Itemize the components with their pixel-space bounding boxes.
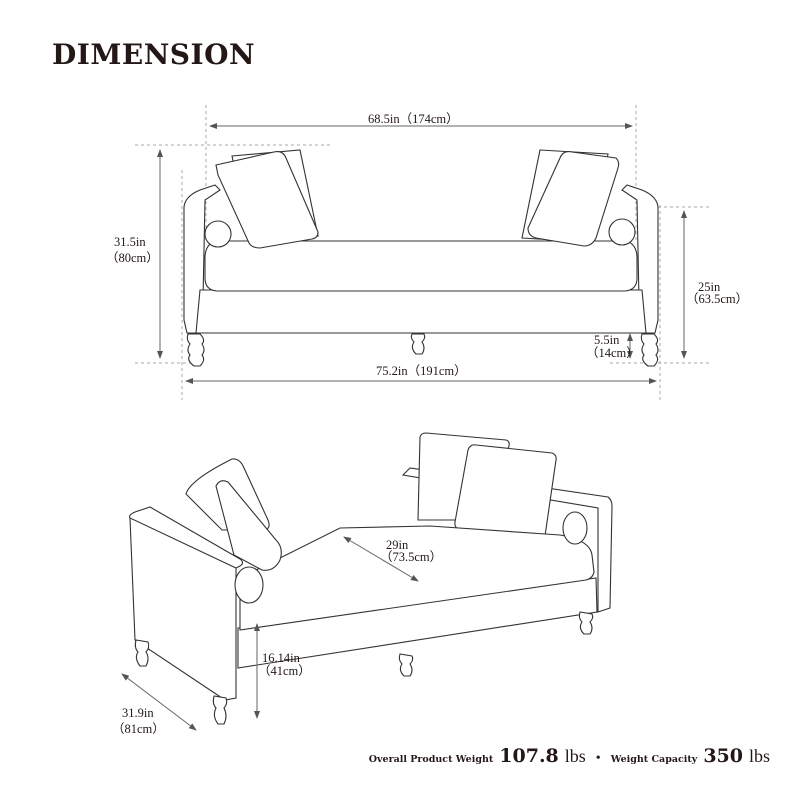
seat-depth-label-cm: （73.5cm） [380,550,443,564]
weight-value: 107.8 [499,745,559,767]
arm-height-label-in: 25in [698,280,721,294]
capacity-unit: lbs [748,746,770,766]
capacity-value: 350 [703,745,743,767]
overall-depth-label-cm: （81cm） [112,722,165,736]
overall-depth-label-in: 31.9in [122,706,154,720]
total-height-label-cm: （80cm） [106,251,159,265]
front-view-sofa [183,149,659,367]
arm-height-label-cm: （63.5cm） [686,292,749,306]
total-height-label-in: 31.5in [114,235,146,249]
page-title: DIMENSION [52,38,256,71]
weight-unit: lbs [564,746,586,766]
weight-label: Overall Product Weight [368,754,494,765]
overall-width-label: 68.5in（174cm） [368,112,459,126]
seat-height-label-in: 16.14in [262,651,300,665]
leg-height-label-cm: （14cm） [586,346,639,360]
capacity-label: Weight Capacity [610,754,698,765]
perspective-view-dimension-arrows [121,536,419,731]
perspective-view-sofa [129,432,613,725]
seat-height-label-cm: （41cm） [258,664,311,678]
front-view-guides [135,105,710,400]
leg-height-label-in: 5.5in [594,333,620,347]
weight-info-bar: Overall Product Weight 107.8 lbs • Weigh… [369,745,770,767]
seat-depth-label-in: 29in [386,538,409,552]
separator-dot: • [595,751,601,766]
front-view-dimension-arrows [157,123,687,384]
total-width-label: 75.2in（191cm） [376,364,467,378]
